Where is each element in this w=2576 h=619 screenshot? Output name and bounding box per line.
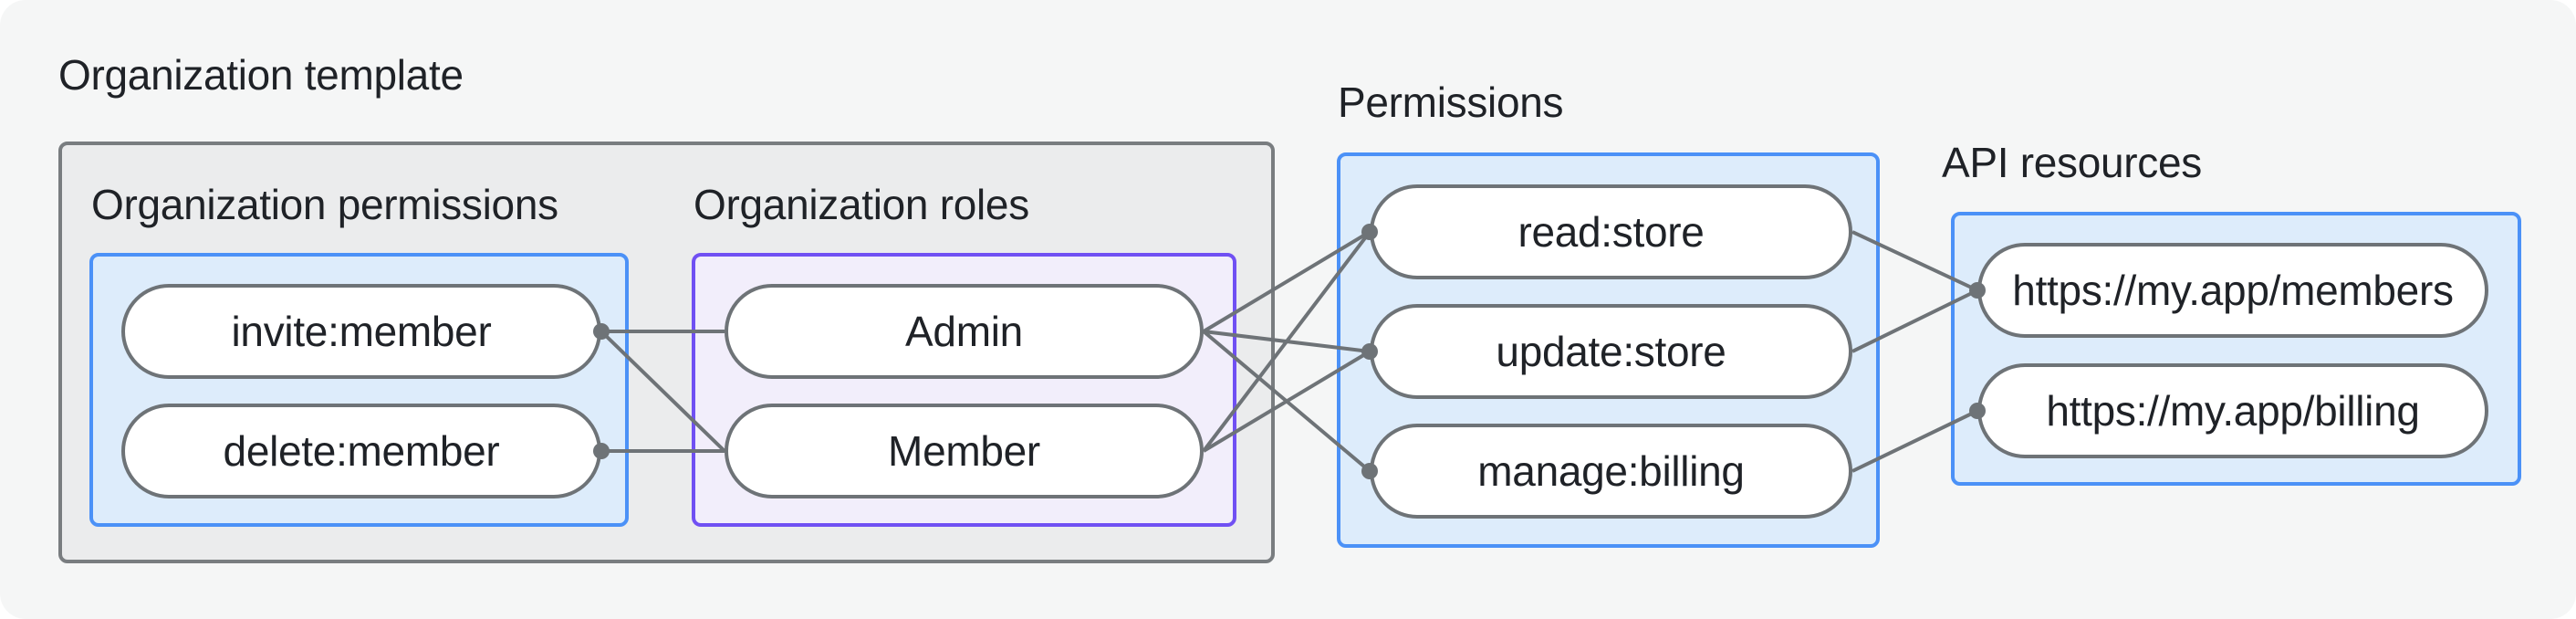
node-pill-admin: Admin [725,284,1204,379]
organization-template-label: Organization template [58,51,464,99]
node-pill-invite-member: invite:member [121,284,601,379]
node-pill-manage-billing: manage:billing [1370,424,1852,519]
permissions-label: Permissions [1338,79,1564,126]
organization-permissions-label: Organization permissions [91,181,558,228]
organization-roles-label: Organization roles [694,181,1029,228]
node-pill-update-store: update:store [1370,304,1852,399]
node-pill-billing-url: https://my.app/billing [1977,363,2488,458]
node-pill-member: Member [725,404,1204,498]
node-pill-read-store: read:store [1370,184,1852,279]
api-resources-label: API resources [1942,139,2202,186]
node-pill-delete-member: delete:member [121,404,601,498]
node-pill-members-url: https://my.app/members [1977,243,2488,338]
